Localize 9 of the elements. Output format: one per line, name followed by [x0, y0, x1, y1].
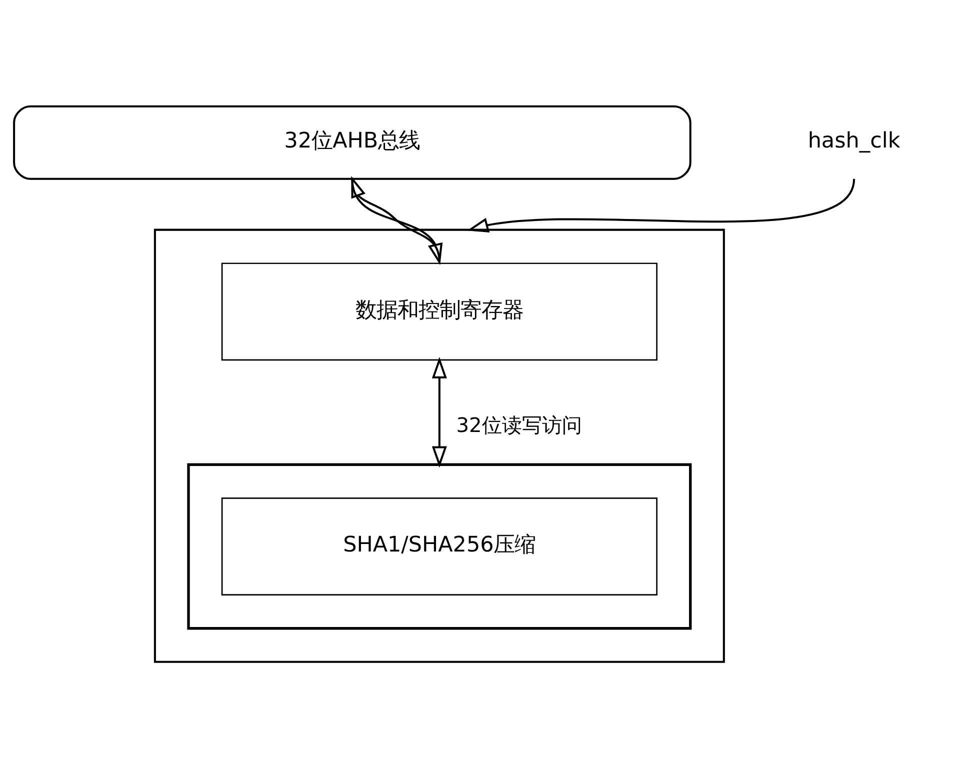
edge-label: 32位读写访问: [456, 412, 582, 436]
node-box: 数据和控制寄存器: [221, 262, 658, 360]
arrow: [432, 356, 447, 468]
cluster: [154, 228, 725, 662]
node-box: SHA1/SHA256压缩: [221, 497, 658, 595]
node-text: hash_clk: [808, 128, 900, 154]
node-box: 32位AHB总线: [13, 104, 692, 180]
arrow: [466, 178, 856, 232]
cluster: [187, 462, 692, 630]
